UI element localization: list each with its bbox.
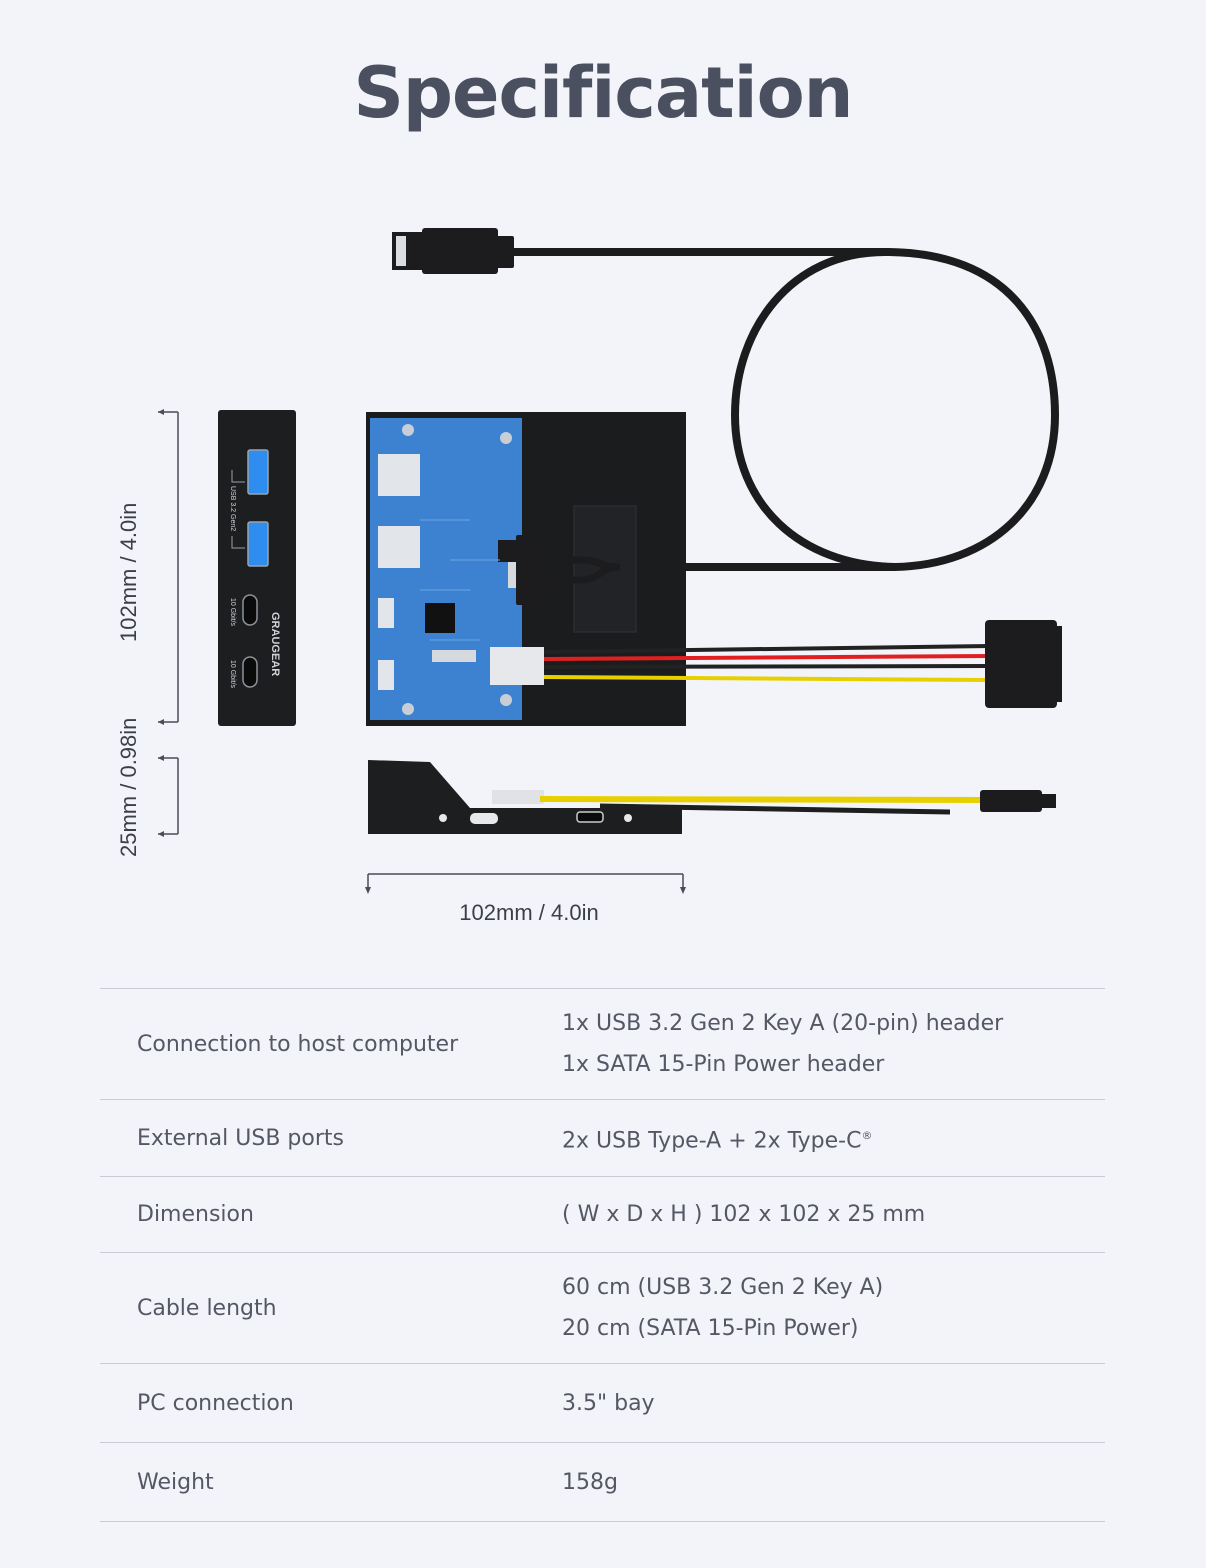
front-panel: USB 3.2 Gen2 10 Gbit/s 10 Gbit/s GRAUGEA… xyxy=(218,410,296,726)
spec-label: PC connection xyxy=(137,1390,294,1416)
spec-value: 3.5" bay xyxy=(562,1383,1105,1424)
spec-value-line: 158g xyxy=(562,1469,618,1495)
depth-dimension-label: 25mm / 0.98in xyxy=(116,718,141,857)
spec-row-usb-ports: External USB ports 2x USB Type-A + 2x Ty… xyxy=(100,1100,1105,1177)
depth-dimension: 25mm / 0.98in xyxy=(116,718,179,857)
spec-value-line: 2x USB Type-A + 2x Type-C xyxy=(562,1128,862,1154)
height-dimension: 102mm / 4.0in xyxy=(116,409,179,725)
usbc-port-label-2: 10 Gbit/s xyxy=(229,660,236,689)
spec-row-cable-length: Cable length 60 cm (USB 3.2 Gen 2 Key A)… xyxy=(100,1253,1105,1364)
sata-power-connector xyxy=(985,620,1057,708)
spec-value-line: 3.5" bay xyxy=(562,1390,655,1416)
width-dimension-label: 102mm / 4.0in xyxy=(459,900,598,925)
spec-value-line: 1x SATA 15-Pin Power header xyxy=(562,1052,885,1077)
product-diagram: 102mm / 4.0in 25mm / 0.98in 102mm / 4.0i… xyxy=(116,228,1062,925)
spec-row-connection: Connection to host computer 1x USB 3.2 G… xyxy=(100,989,1105,1100)
spec-row-pc-connection: PC connection 3.5" bay xyxy=(100,1364,1105,1443)
page-title: Specification xyxy=(353,52,853,134)
spec-value: 2x USB Type-A + 2x Type-C® xyxy=(562,1115,1105,1161)
side-view xyxy=(368,760,1056,834)
spec-value-line: 20 cm (SATA 15-Pin Power) xyxy=(562,1316,859,1341)
spec-table: Connection to host computer 1x USB 3.2 G… xyxy=(100,988,1105,1522)
usbc-port-label-1: 10 Gbit/s xyxy=(229,598,236,627)
width-dimension: 102mm / 4.0in xyxy=(365,873,686,925)
spec-row-dimension: Dimension ( W x D x H ) 102 x 102 x 25 m… xyxy=(100,1177,1105,1253)
spec-value: ( W x D x H ) 102 x 102 x 25 mm xyxy=(562,1194,1105,1235)
spec-value: 1x USB 3.2 Gen 2 Key A (20-pin) header 1… xyxy=(562,1003,1105,1085)
registered-mark: ® xyxy=(861,1128,873,1142)
spec-value: 158g xyxy=(562,1462,1105,1503)
spec-value-line: 1x USB 3.2 Gen 2 Key A (20-pin) header xyxy=(562,1011,1004,1036)
spec-label: External USB ports xyxy=(137,1125,344,1151)
usb-key-a-cable xyxy=(392,228,1060,571)
spec-label: Connection to host computer xyxy=(137,1031,459,1057)
spec-label: Cable length xyxy=(137,1295,277,1321)
rear-view xyxy=(366,412,1062,726)
usb-port-label: USB 3.2 Gen2 xyxy=(229,486,236,531)
spec-row-weight: Weight 158g xyxy=(100,1443,1105,1522)
spec-value-line: ( W x D x H ) 102 x 102 x 25 mm xyxy=(562,1202,926,1227)
height-dimension-label: 102mm / 4.0in xyxy=(116,503,141,642)
spec-label: Weight xyxy=(137,1469,214,1495)
spec-label: Dimension xyxy=(137,1202,254,1227)
spec-value: 60 cm (USB 3.2 Gen 2 Key A) 20 cm (SATA … xyxy=(562,1267,1105,1349)
brand-logo: GRAUGEAR xyxy=(269,612,281,676)
spec-value-line: 60 cm (USB 3.2 Gen 2 Key A) xyxy=(562,1275,884,1300)
